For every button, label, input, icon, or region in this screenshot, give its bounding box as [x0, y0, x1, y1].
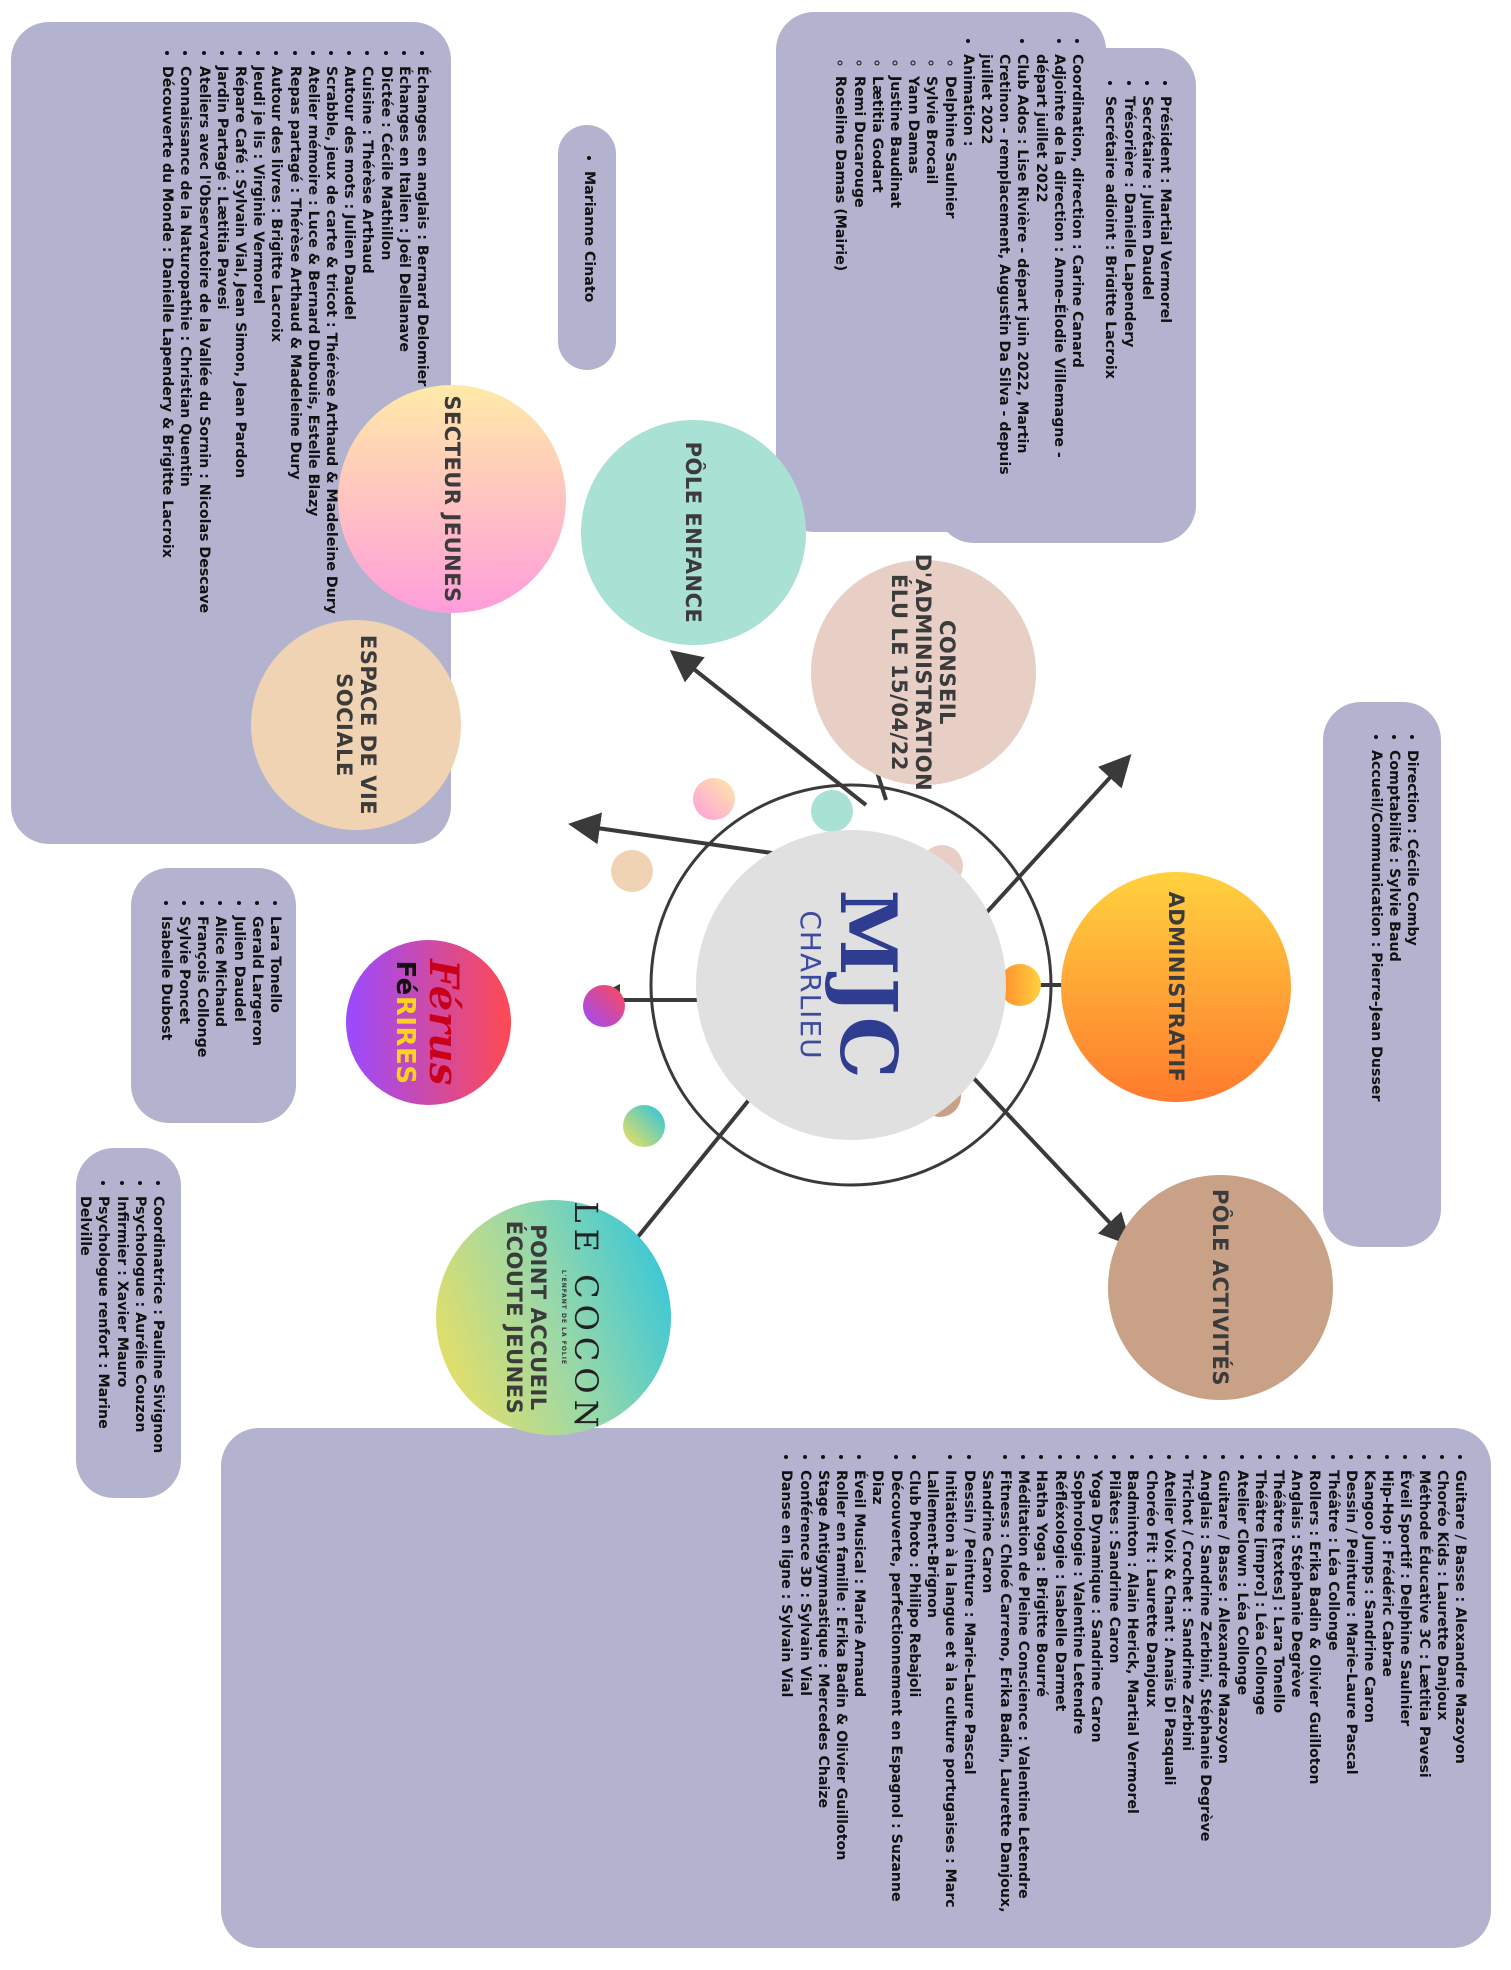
- secteur-jeunes-node: SECTEUR JEUNES: [338, 385, 566, 613]
- conseil-node: CONSEIL D'ADMINISTRATION ÉLU LE 15/04/22: [811, 554, 1036, 791]
- administratif-node: ADMINISTRATIF: [1061, 872, 1291, 1102]
- conseil-line2: D'ADMINISTRATION: [911, 553, 936, 792]
- point-accueil-node: LE COCON L'ENFANT DE LA FOLIE POINT ACCU…: [436, 1200, 671, 1435]
- ferus-logo: Férus: [420, 959, 467, 1086]
- dot-ferus: [583, 985, 625, 1027]
- arrow-pole-activites: [964, 1068, 1132, 1246]
- conseil-line3: ÉLU LE 15/04/22: [887, 574, 912, 771]
- ferires-rires: RIRES: [390, 995, 420, 1085]
- ferires-fe: Fé: [390, 960, 420, 996]
- dot-point-accueil: [623, 1105, 665, 1147]
- center-logo: MJC CHARLIEU: [696, 830, 1006, 1140]
- pole-activites-node: PÔLE ACTIVITÉS: [1108, 1175, 1333, 1400]
- pole-enfance-label: PÔLE ENFANCE: [681, 441, 706, 624]
- secteur-jeunes-label: SECTEUR JEUNES: [440, 395, 464, 603]
- pole-activites-label: PÔLE ACTIVITÉS: [1208, 1189, 1233, 1386]
- espace-vie-line2: SOCIALE: [332, 673, 356, 777]
- cocon-brand: LE COCON: [567, 1201, 605, 1434]
- espace-vie-node: ESPACE DE VIE SOCIALE: [251, 620, 461, 830]
- mjc-logo: MJC: [822, 889, 914, 1081]
- administratif-label: ADMINISTRATIF: [1164, 891, 1188, 1083]
- pole-enfance-node: PÔLE ENFANCE: [581, 420, 806, 645]
- ferus-node: Férus FéRIRES: [346, 940, 511, 1105]
- dot-pole-enfance: [811, 790, 853, 832]
- charlieu-label: CHARLIEU: [794, 910, 828, 1060]
- arrow-secteur-jeunes: [669, 650, 868, 807]
- espace-vie-line1: ESPACE DE VIE: [356, 634, 380, 816]
- dot-espace-vie: [611, 850, 653, 892]
- ferires-logo: FéRIRES: [390, 960, 420, 1084]
- dot-secteur-jeunes: [693, 778, 735, 820]
- arrow-conseil: [964, 754, 1132, 937]
- arrow-espace-vie: [568, 812, 787, 857]
- point-accueil-line2: ÉCOUTE JEUNES: [502, 1220, 526, 1415]
- point-accueil-line1: POINT ACCUEIL: [526, 1224, 550, 1411]
- cocon-brand-sub: L'ENFANT DE LA FOLIE: [560, 1269, 567, 1366]
- conseil-line1: CONSEIL: [935, 619, 960, 725]
